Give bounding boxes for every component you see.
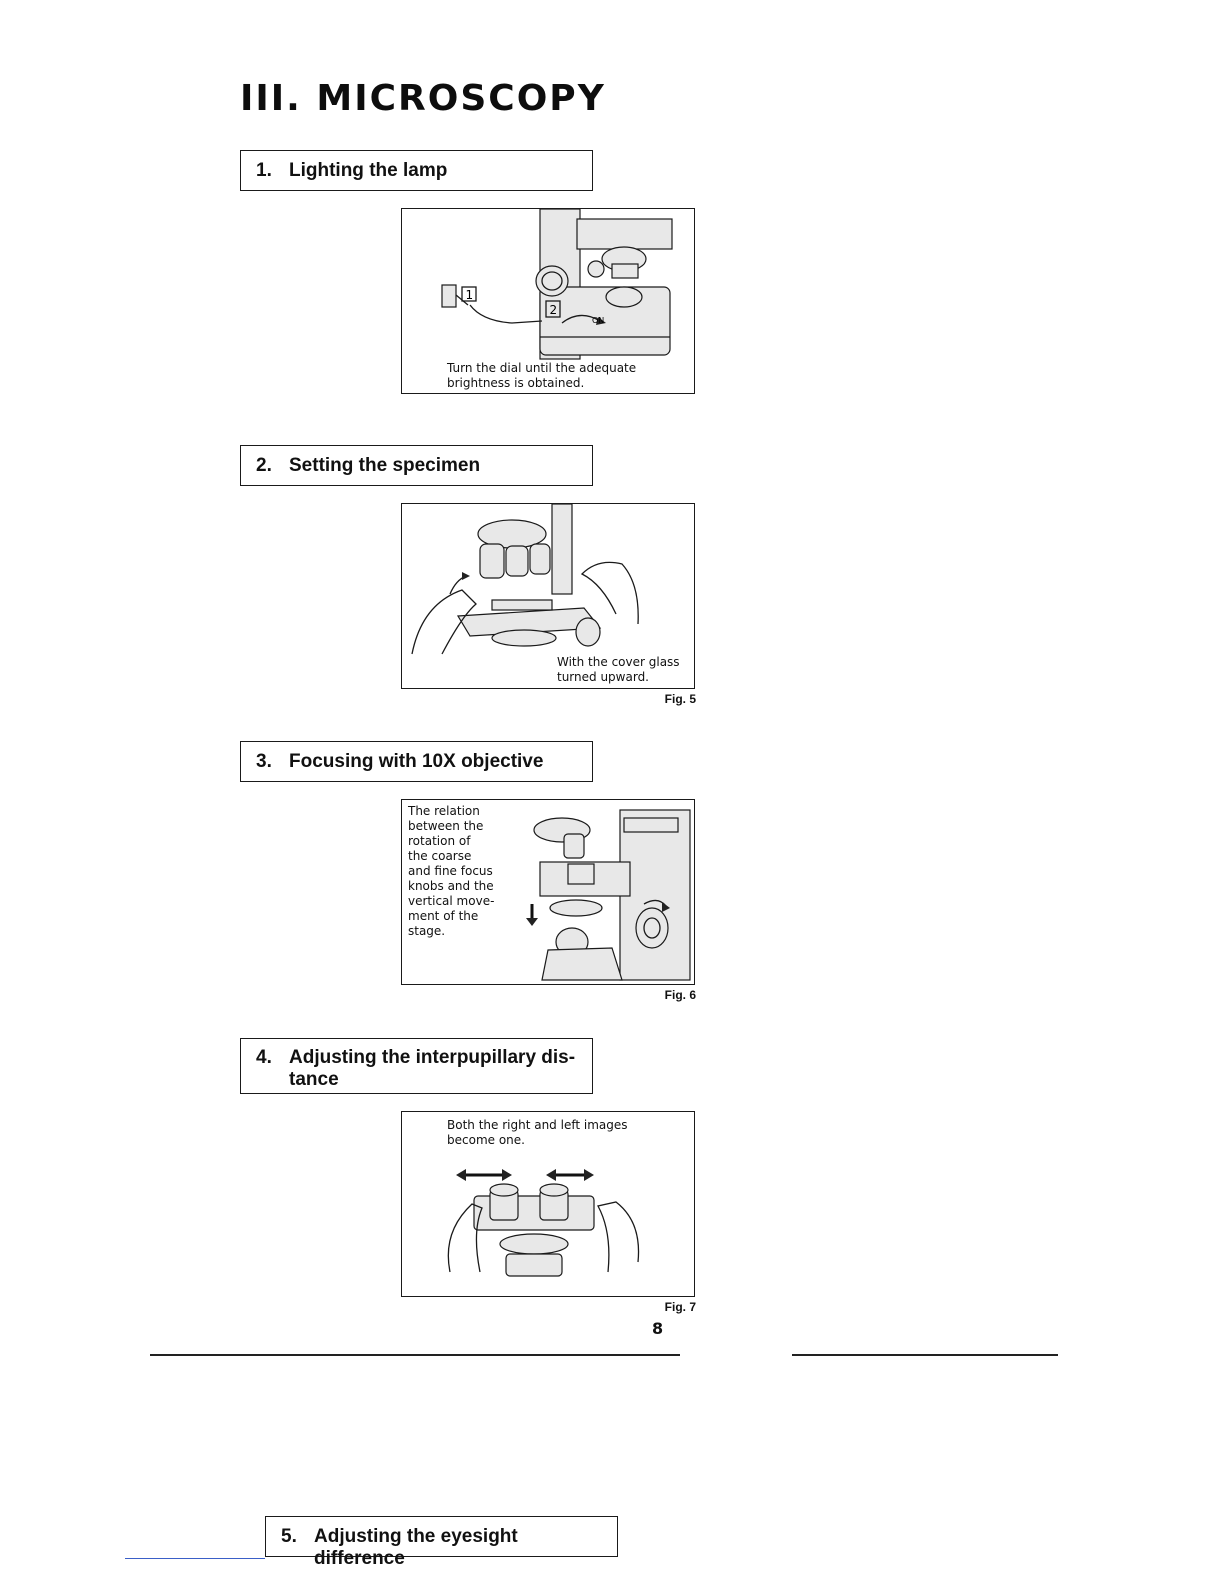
section-number: 3. <box>256 751 272 772</box>
section-heading-eyesight: 5. Adjusting the eyesight difference <box>265 1516 618 1569</box>
figure-label: Fig. 6 <box>664 988 696 1002</box>
page-edge-line <box>125 1558 265 1559</box>
section-heading-focusing: 3. Focusing with 10X objective <box>240 741 593 782</box>
section-title: Focusing with 10X objective <box>289 751 544 772</box>
caption-line: the coarse <box>408 849 472 863</box>
caption-line: The relation <box>408 804 480 818</box>
section-title-line1: Adjusting the interpupillary dis- <box>289 1047 576 1068</box>
chapter-title: III. MICROSCOPY <box>240 78 606 119</box>
callout-2: 2 <box>550 303 558 317</box>
section-title: Setting the specimen <box>289 455 481 476</box>
figure-interpupillary: Both the right and left images become on… <box>401 1111 695 1297</box>
caption-line: become one. <box>447 1133 525 1147</box>
page-divider-right <box>792 1354 1058 1356</box>
caption-line: vertical move- <box>408 894 495 908</box>
figure-label: Fig. 5 <box>664 692 696 706</box>
figure-caption: Turn the dial until the adequate brightn… <box>447 361 636 391</box>
figure-focusing: The relation between the rotation of the… <box>401 799 695 985</box>
dial-on-label: ON <box>592 316 604 325</box>
figure-caption: The relation between the rotation of the… <box>408 804 500 939</box>
binocular-head-illustration <box>447 1169 640 1277</box>
specimen-stage-illustration <box>411 504 639 655</box>
caption-line: knobs and the <box>408 879 494 893</box>
caption-line: Both the right and left images <box>447 1118 628 1132</box>
figure-caption: With the cover glass turned upward. <box>557 655 680 685</box>
caption-line: between the <box>408 819 484 833</box>
caption-line: brightness is obtained. <box>447 376 585 390</box>
section-title: Adjusting the eyesight difference <box>314 1526 518 1569</box>
caption-line: ment of the <box>408 909 479 923</box>
figure-label: Fig. 7 <box>664 1300 696 1314</box>
caption-line: With the cover glass <box>557 655 680 669</box>
section-heading-interpupillary: 4. Adjusting the interpupillary dis- tan… <box>240 1038 593 1094</box>
caption-line: turned upward. <box>557 670 649 684</box>
caption-line: Turn the dial until the adequate <box>447 361 637 375</box>
figure-caption: Both the right and left images become on… <box>447 1118 628 1148</box>
microscope-lamp-illustration: 1 2 ON <box>441 209 673 360</box>
page-number: 8 <box>652 1319 664 1338</box>
caption-line: stage. <box>408 924 446 938</box>
section-number: 2. <box>256 455 272 476</box>
figure-setting-specimen: With the cover glass turned upward. <box>401 503 695 689</box>
caption-line: rotation of <box>408 834 471 848</box>
section-heading-setting-specimen: 2. Setting the specimen <box>240 445 593 486</box>
section-number: 4. <box>256 1047 272 1068</box>
section-title: Lighting the lamp <box>289 160 448 181</box>
page-divider-left <box>150 1354 680 1356</box>
callout-1: 1 <box>466 288 474 302</box>
section-heading-lighting-lamp: 1. Lighting the lamp <box>240 150 593 191</box>
section-number: 5. <box>281 1526 297 1547</box>
figure-lighting-lamp: 1 2 ON Turn the dial until the adequate … <box>401 208 695 394</box>
section-title-line2: tance <box>289 1069 339 1090</box>
focus-knob-illustration <box>526 809 691 981</box>
section-number: 1. <box>256 160 272 181</box>
caption-line: and fine focus <box>408 864 493 878</box>
